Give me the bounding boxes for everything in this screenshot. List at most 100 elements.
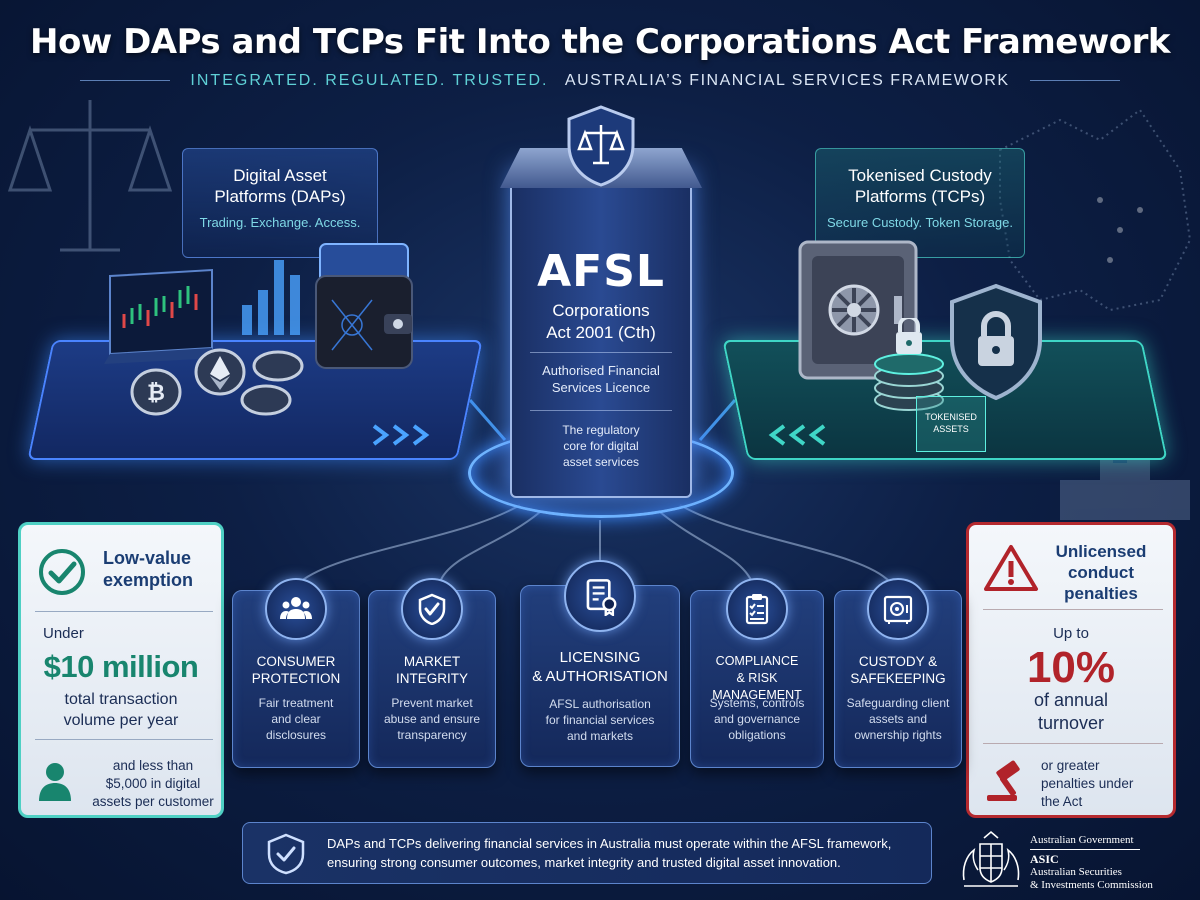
summary-banner: DAPs and TCPs delivering financial servi… <box>242 822 932 884</box>
pillar-desc: Safeguarding client assets and ownership… <box>835 695 961 743</box>
pillar-desc-line2: abuse and ensure <box>383 712 481 726</box>
low-value-exemption-panel: Low-value exemption Under $10 million to… <box>18 522 224 818</box>
pillar-desc-line3: disclosures <box>265 728 327 742</box>
shield-check-icon <box>267 833 305 875</box>
penalties-up-to: Up to <box>1053 625 1089 642</box>
pillar-desc-line3: ownership rights <box>854 728 942 742</box>
tower-divider-1 <box>530 352 672 353</box>
banner-line1: DAPs and TCPs delivering financial servi… <box>327 836 892 851</box>
pillar-title-line1: CONSUMER <box>256 654 336 669</box>
dap-title-line1: Digital Asset <box>233 166 327 185</box>
gov-rule <box>1030 849 1140 853</box>
pillar-title: MARKET INTEGRITY <box>369 653 495 687</box>
person-icon <box>39 763 71 801</box>
pillar-title-line2: PROTECTION <box>251 671 341 686</box>
penalties-title: Unlicensed conduct penalties <box>1041 541 1161 604</box>
flow-arrows-left-icon <box>372 424 430 446</box>
core-line1: The regulatory <box>562 423 640 437</box>
gov-line2: Australian Securities <box>1030 866 1122 878</box>
australia-map-icon <box>999 108 1192 312</box>
core-line2: core for digital <box>563 439 639 453</box>
pillar-desc-line1: Prevent market <box>391 696 473 710</box>
pillar-desc-line2: and governance <box>713 712 801 726</box>
tokenised-assets-line2: ASSETS <box>933 424 969 434</box>
pillar-title-line2: INTEGRITY <box>395 671 468 686</box>
exemption-title: Low-value exemption <box>103 547 213 591</box>
tower-to-pillars-lines <box>299 504 891 583</box>
scales-shield-badge-icon <box>567 105 635 187</box>
exemption-per-customer: and less than $5,000 in digital assets p… <box>87 757 219 811</box>
penalties-greater: or greater penalties under the Act <box>1041 757 1161 811</box>
asic-logo-text: Australian Government ASIC Australian Se… <box>1030 834 1153 892</box>
pillar-title: COMPLIANCE & RISK MANAGEMENT <box>691 653 823 704</box>
annual-line2: turnover <box>1037 713 1105 733</box>
pillar-desc-line3: transparency <box>397 728 467 742</box>
token-coin-icon <box>240 350 304 416</box>
asic-acronym: ASIC <box>1030 852 1059 866</box>
pillar-title-line1: MARKET <box>403 654 461 669</box>
bar-chart-icon <box>242 260 300 335</box>
less-line2: $5,000 in digital <box>105 776 201 791</box>
gavel-icon <box>987 760 1020 801</box>
penalties-title-line2: conduct <box>1067 563 1135 582</box>
act-line1: Corporations <box>552 301 650 320</box>
banner-text: DAPs and TCPs delivering financial servi… <box>327 834 927 872</box>
exemption-divider-2 <box>35 739 213 740</box>
pillar-desc: AFSL authorisation for financial service… <box>521 696 679 744</box>
crypto-wallet-icon <box>315 243 413 369</box>
tower-divider-2 <box>530 410 672 411</box>
banner-line2: ensuring strong consumer outcomes, marke… <box>327 855 841 870</box>
tagline-rule-right <box>1030 80 1121 82</box>
tokenised-assets-box: TOKENISED ASSETS <box>916 396 986 452</box>
pillar-title-line1: COMPLIANCE <box>715 654 799 668</box>
pillar-title: LICENSING & AUTHORISATION <box>521 648 679 686</box>
checkmark-circle-icon <box>39 549 85 595</box>
pillar-desc: Systems, controls and governance obligat… <box>691 695 823 743</box>
exemption-volume: total transaction volume per year <box>21 689 221 731</box>
afsl-acronym: AFSL <box>537 246 665 297</box>
less-line1: and less than <box>112 758 194 773</box>
pillar-title-line1: LICENSING <box>559 649 641 666</box>
core-line3: asset services <box>562 455 640 469</box>
checklist-icon <box>726 578 788 640</box>
pillar-desc-line2: for financial services <box>545 713 655 727</box>
tokenised-assets-line1: TOKENISED <box>925 412 977 422</box>
tagline-teal: INTEGRATED. REGULATED. TRUSTED. <box>190 72 549 89</box>
penalties-annual-turnover: of annual turnover <box>969 689 1173 735</box>
greater-line2: penalties under <box>1041 776 1134 791</box>
corporations-act: Corporations Act 2001 (Cth) <box>510 300 692 344</box>
gov-line3: & Investments Commission <box>1030 879 1153 891</box>
shield-lock-icon <box>950 283 1042 401</box>
page-title: How DAPs and TCPs Fit Into the Corporati… <box>30 22 1170 62</box>
tcp-title-line2: Platforms (TCPs) <box>854 187 986 206</box>
pillar-desc-line1: Safeguarding client <box>846 696 950 710</box>
dap-subtitle: Trading. Exchange. Access. <box>199 215 361 230</box>
pillar-title: CUSTODY & SAFEKEEPING <box>835 653 961 687</box>
tcp-title-line1: Tokenised Custody <box>848 166 992 185</box>
scales-of-justice-watermark-icon <box>7 100 173 252</box>
volume-line1: total transaction <box>64 691 178 708</box>
tcp-label-card: Tokenised Custody Platforms (TCPs) Secur… <box>815 148 1025 258</box>
svg-text:₿: ₿ <box>147 381 165 406</box>
less-line3: assets per customer <box>92 794 214 809</box>
exemption-title-line1: Low-value <box>103 548 192 568</box>
safe-icon <box>867 578 929 640</box>
licence-line1: Authorised Financial <box>542 363 660 378</box>
dap-title-line2: Platforms (DAPs) <box>214 187 346 206</box>
licence-line2: Services Licence <box>551 380 651 395</box>
pillar-desc: Prevent market abuse and ensure transpar… <box>369 695 495 743</box>
annual-line1: of annual <box>1033 690 1109 710</box>
penalties-percent: 10% <box>1026 643 1116 692</box>
tagline-white: AUSTRALIA’S FINANCIAL SERVICES FRAMEWORK <box>564 72 1010 89</box>
pillar-desc-line1: AFSL authorisation <box>549 697 651 711</box>
pillar-desc-line2: and clear <box>271 712 321 726</box>
pillar-desc-line3: obligations <box>728 728 786 742</box>
dap-label-card: Digital Asset Platforms (DAPs) Trading. … <box>182 148 378 258</box>
pillar-title-line2: & RISK MANAGEMENT <box>712 671 802 702</box>
crypto-coins-icon: ₿ <box>130 348 304 416</box>
tagline-row: INTEGRATED. REGULATED. TRUSTED. AUSTRALI… <box>0 72 1200 90</box>
vault-safe-icon <box>798 240 918 380</box>
tcp-subtitle: Secure Custody. Token Storage. <box>827 215 1013 230</box>
users-icon <box>265 578 327 640</box>
regulatory-core-text: The regulatory core for digital asset se… <box>510 422 692 470</box>
